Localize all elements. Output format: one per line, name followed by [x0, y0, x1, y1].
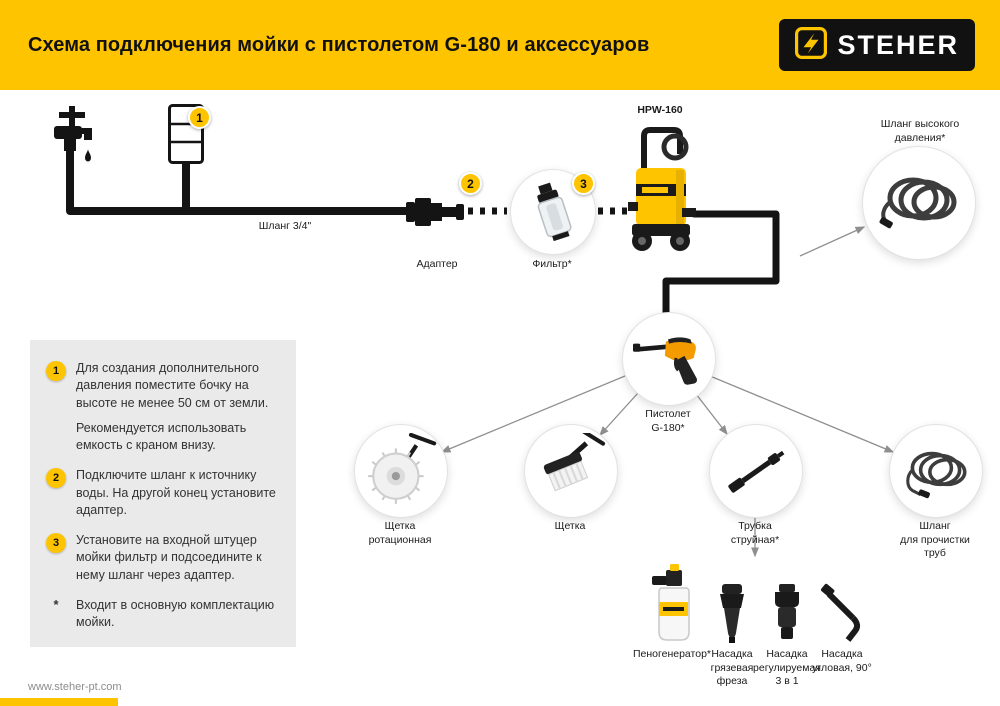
jet-tube-node: [709, 424, 803, 518]
step-badge-3: 3: [572, 172, 595, 195]
gun-label: Пистолет G-180*: [645, 408, 691, 434]
adapter-icon: [406, 194, 464, 235]
spray-gun-icon: [633, 337, 697, 385]
rotary-brush-icon: [368, 433, 437, 504]
adapter-label: Адаптер: [416, 258, 458, 270]
washer-model-label: HPW-160: [637, 104, 683, 116]
steher-logo-text: STEHER: [837, 29, 959, 60]
note-badge-2: 2: [46, 468, 66, 489]
angle-nozzle-icon: [820, 582, 866, 649]
steher-logo-icon: [795, 26, 828, 64]
note-1-paragraph-1: Для создания дополнительного давления по…: [76, 361, 269, 410]
faucet-icon: [44, 106, 100, 175]
steher-logo: STEHER: [779, 19, 975, 71]
footnote-text: Входит в основную комплектацию мойки.: [76, 597, 275, 629]
step-badge-1: 1: [188, 106, 211, 129]
footnote: * Входит в основную комплектацию мойки.: [46, 597, 278, 632]
note-badge-1: 1: [46, 361, 66, 381]
drain-hose-node: [889, 424, 983, 518]
note-1-paragraph-2: Рекомендуется использовать емкость с кра…: [76, 420, 247, 452]
note-item-3: 3 Установите на входной штуцер мойки фил…: [46, 532, 278, 584]
page-title: Схема подключения мойки с пистолетом G-1…: [28, 33, 650, 56]
note-item-1: 1 Для создания дополнительного давления …: [46, 360, 278, 454]
pressure-washer-icon: [618, 124, 702, 263]
drain-hose-icon: [906, 451, 967, 499]
brush-label: Щетка: [554, 520, 586, 532]
note-item-2: 2 Подключите шланг к источнику воды. На …: [46, 467, 278, 519]
step-badge-2: 2: [459, 172, 482, 195]
adjustable-nozzle-icon: [765, 582, 809, 649]
header: Схема подключения мойки с пистолетом G-1…: [0, 0, 1000, 90]
high-pressure-hose-label: Шланг высокого давления*: [880, 118, 960, 144]
footnote-marker: *: [53, 596, 59, 612]
note-3-paragraph-1: Установите на входной штуцер мойки фильт…: [76, 533, 262, 582]
note-2-paragraph-1: Подключите шланг к источнику воды. На др…: [76, 468, 276, 517]
note-text-2: Подключите шланг к источнику воды. На др…: [76, 467, 278, 519]
rotary-brush-node: [354, 424, 448, 518]
website-url: www.steher-pt.com: [28, 681, 122, 693]
note-text-3: Установите на входной штуцер мойки фильт…: [76, 532, 278, 584]
hose-coil-icon: [879, 177, 957, 229]
rotary-brush-label: Щетка ротационная: [368, 520, 432, 546]
foam-generator-icon: [648, 562, 696, 651]
high-pressure-hose-node: [862, 146, 976, 260]
footer-accent-bar: [0, 698, 118, 706]
note-text-1: Для создания дополнительного давления по…: [76, 360, 278, 454]
jet-tube-label: Трубка струйная*: [730, 520, 780, 546]
angle-nozzle-label: Насадка угловая, 90°: [812, 648, 872, 674]
drain-hose-label: Шланг для прочистки труб: [900, 520, 970, 560]
adjustable-nozzle-label: Насадка регулируемая 3 в 1: [753, 648, 821, 688]
brush-icon: [543, 433, 606, 492]
jet-tube-icon: [728, 450, 785, 493]
dirt-blaster-nozzle-icon: [710, 582, 754, 649]
brush-node: [524, 424, 618, 518]
foam-generator-label: Пеногенератор*: [632, 648, 711, 660]
gun-node: [622, 312, 716, 406]
note-badge-3: 3: [46, 533, 66, 553]
filter-label: Фильтр*: [532, 258, 572, 270]
filter-icon: [537, 182, 572, 242]
supply-hose-label: Шланг 3/4": [258, 220, 312, 232]
notes-panel: 1 Для создания дополнительного давления …: [30, 340, 296, 648]
dirt-blaster-nozzle-label: Насадка грязевая фреза: [710, 648, 754, 688]
